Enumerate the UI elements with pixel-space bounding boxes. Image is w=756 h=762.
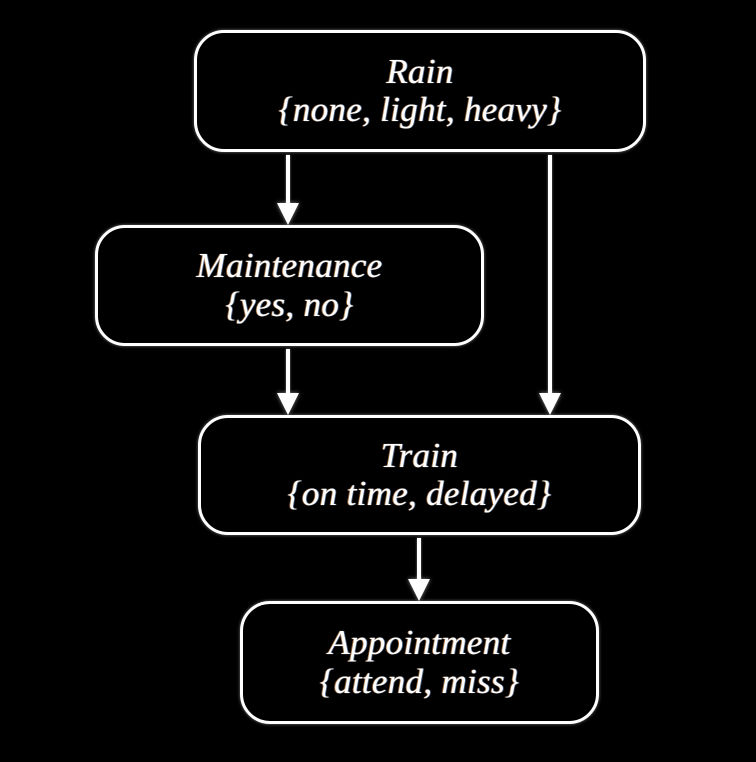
edge-maintenance-to-train bbox=[268, 349, 308, 415]
edge-shaft bbox=[548, 155, 552, 395]
node-train-states: {on time, delayed} bbox=[287, 474, 552, 513]
node-rain-label: Rain bbox=[386, 51, 454, 91]
arrow-down-icon bbox=[277, 203, 299, 225]
edge-shaft bbox=[286, 349, 290, 395]
node-maintenance[interactable]: Maintenance {yes, no} bbox=[95, 225, 484, 346]
node-appointment-label: Appointment bbox=[328, 623, 511, 663]
node-train[interactable]: Train {on time, delayed} bbox=[198, 415, 641, 535]
edge-shaft bbox=[286, 155, 290, 205]
edge-shaft bbox=[417, 538, 421, 581]
edge-train-to-appointment bbox=[399, 538, 439, 601]
node-train-label: Train bbox=[380, 435, 459, 475]
node-maintenance-states: {yes, no} bbox=[225, 284, 354, 324]
arrow-down-icon bbox=[539, 393, 561, 415]
node-maintenance-label: Maintenance bbox=[196, 246, 383, 286]
node-appointment[interactable]: Appointment {attend, miss} bbox=[240, 601, 599, 724]
arrow-down-icon bbox=[277, 393, 299, 415]
arrow-down-icon bbox=[408, 579, 430, 601]
edge-rain-to-maintenance bbox=[268, 155, 308, 225]
node-rain[interactable]: Rain {none, light, heavy} bbox=[194, 30, 646, 152]
node-appointment-states: {attend, miss} bbox=[319, 661, 520, 701]
edge-rain-to-train bbox=[530, 155, 570, 415]
node-rain-states: {none, light, heavy} bbox=[278, 90, 562, 129]
